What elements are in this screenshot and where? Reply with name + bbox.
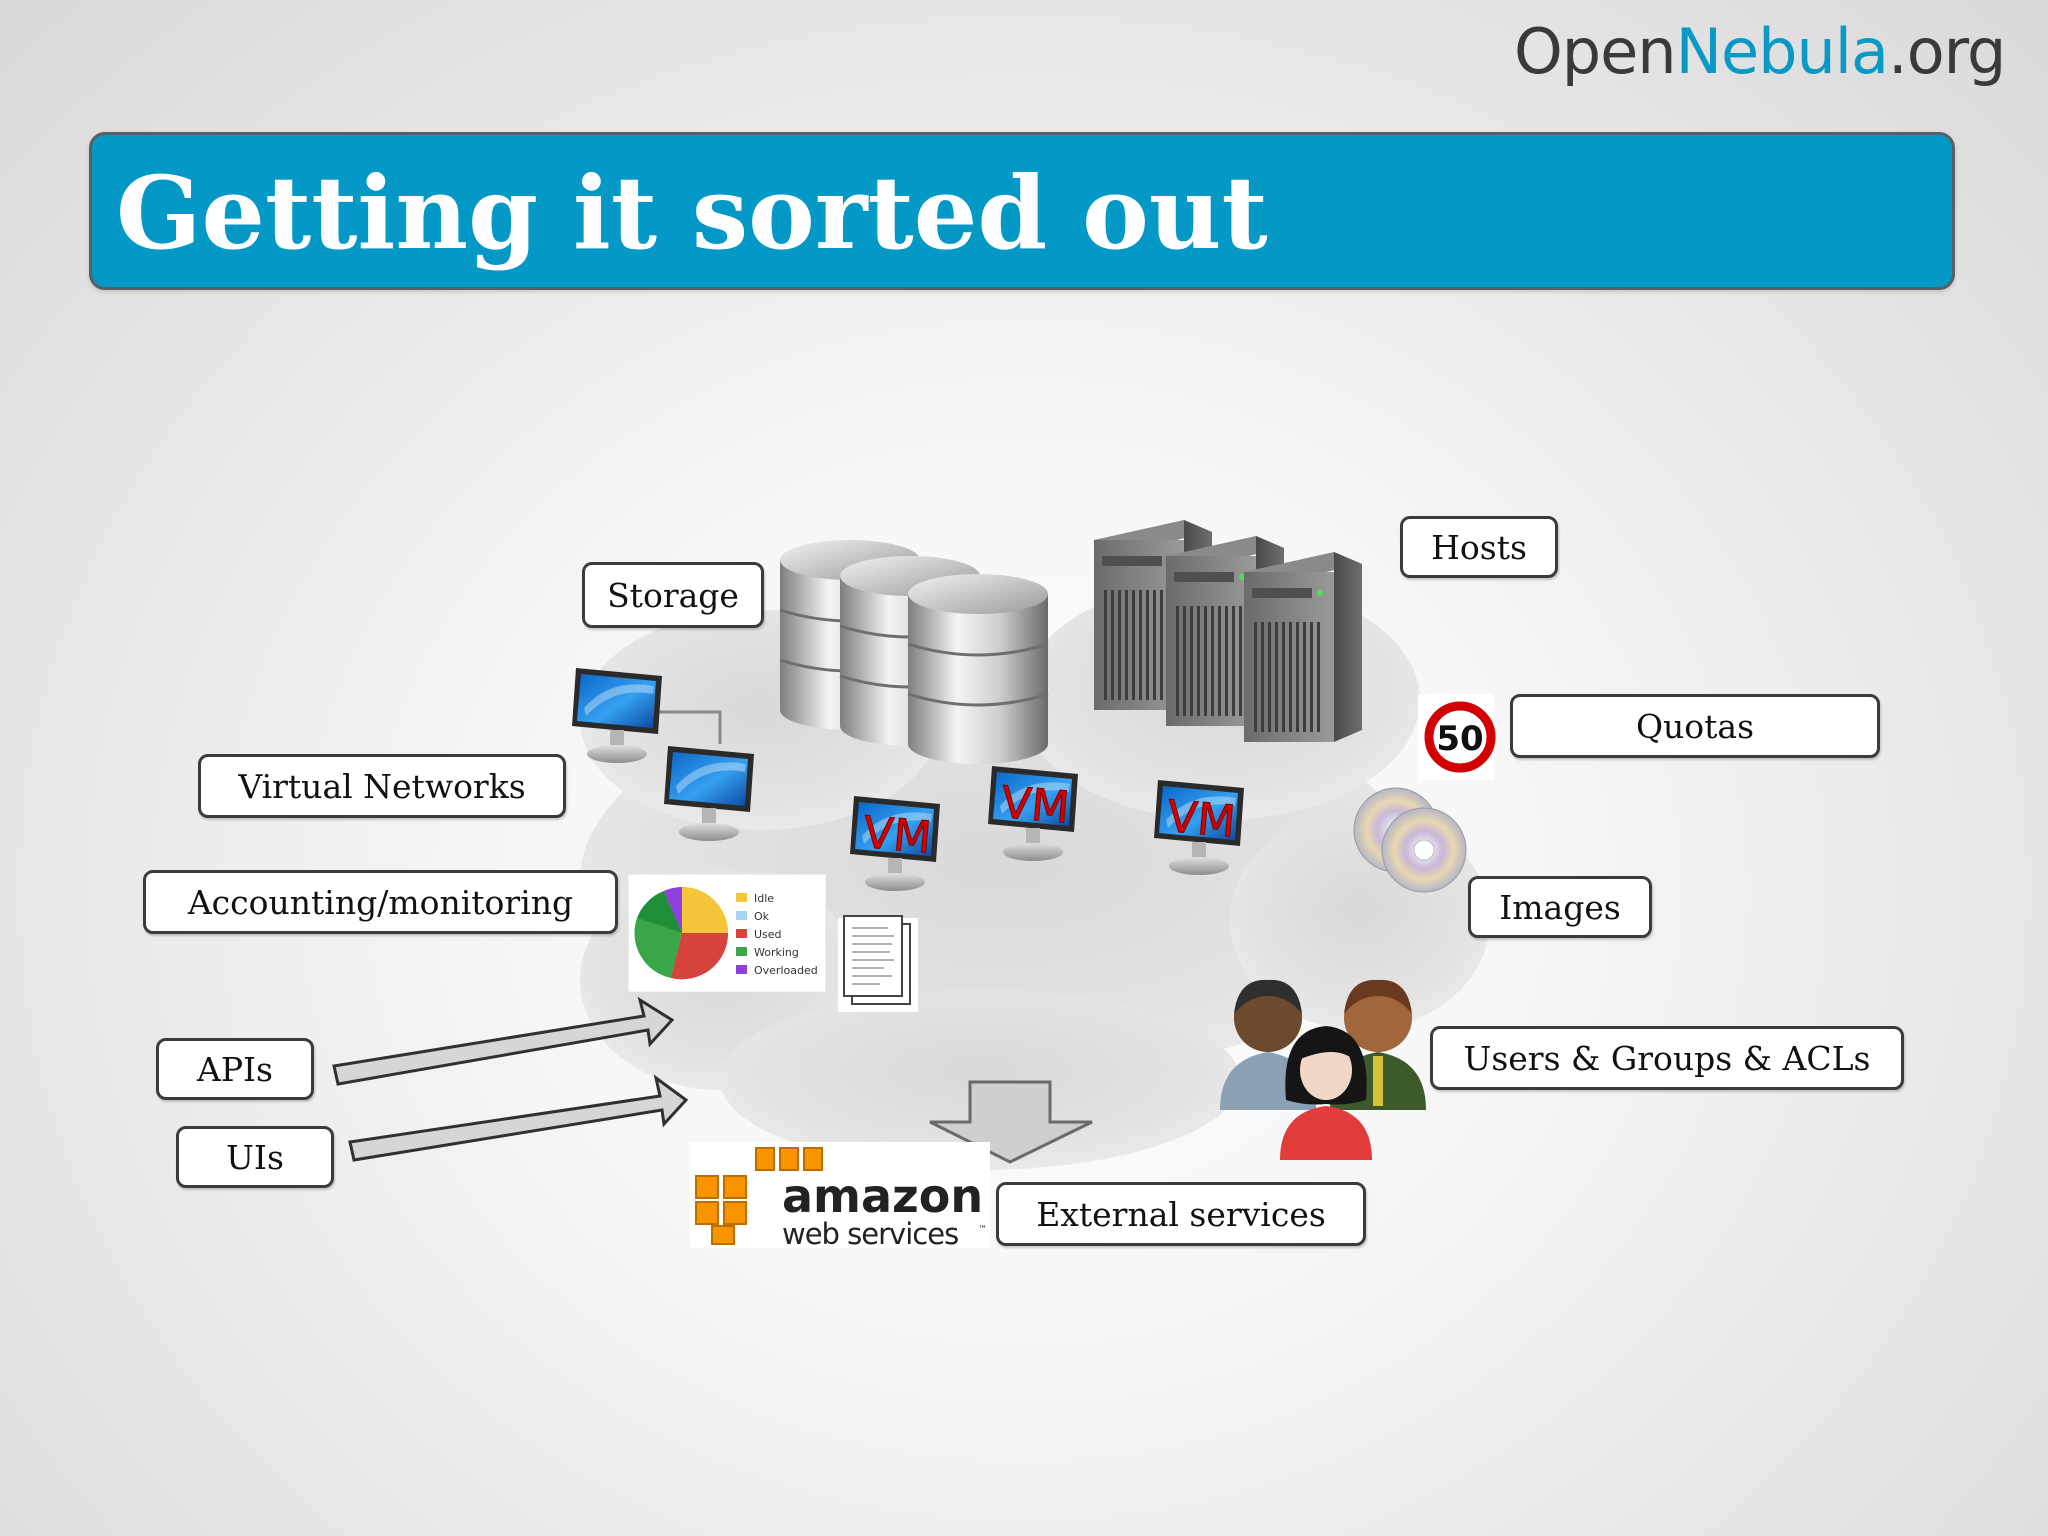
- title-banner: Getting it sorted out: [89, 132, 1955, 290]
- aws-word-webservices: web services: [782, 1217, 958, 1251]
- vm-label-2: VM: [999, 777, 1071, 834]
- label-quotas: Quotas: [1510, 694, 1880, 758]
- label-users-groups-acls: Users & Groups & ACLs: [1430, 1026, 1904, 1090]
- ui-arrow: [348, 1074, 689, 1162]
- quota-sign-number: 50: [1436, 719, 1483, 759]
- pie-legend-working: Working: [754, 946, 799, 959]
- logo-part-org: .org: [1888, 15, 2006, 88]
- logo-part-open: Open: [1514, 15, 1677, 88]
- vm-label-3: VM: [1165, 791, 1237, 848]
- host-servers-icon: [1094, 520, 1362, 742]
- pie-legend-idle: Idle: [754, 892, 774, 905]
- aws-trademark: ™: [978, 1225, 987, 1235]
- vm-monitor-2-icon: VM: [988, 766, 1078, 861]
- slide-title: Getting it sorted out: [116, 154, 1268, 272]
- accounting-pie-chart-icon: Idle Ok Used Working Overloaded: [627, 873, 827, 993]
- disk-images-icon: [1353, 787, 1467, 893]
- vm-label-1: VM: [861, 807, 933, 864]
- aws-word-amazon: amazon: [782, 1169, 983, 1223]
- label-uis: UIs: [176, 1126, 334, 1188]
- vm-monitor-3-icon: VM: [1154, 780, 1244, 875]
- pie-legend-overloaded: Overloaded: [754, 964, 818, 977]
- vm-monitor-1-icon: VM: [850, 796, 940, 891]
- opennebula-logo: OpenNebula.org: [1514, 12, 2034, 92]
- documents-icon: [838, 915, 918, 1012]
- label-storage: Storage: [582, 562, 764, 628]
- label-accounting-monitoring: Accounting/monitoring: [143, 870, 618, 934]
- users-group-icon: [1220, 979, 1426, 1160]
- amazon-web-services-logo: amazon web services ™: [690, 1142, 990, 1251]
- speed-limit-quota-icon: 50: [1418, 694, 1496, 780]
- label-hosts: Hosts: [1400, 516, 1558, 578]
- pie-legend-ok: Ok: [754, 910, 770, 923]
- label-apis: APIs: [156, 1038, 314, 1100]
- logo-part-nebula: Nebula: [1675, 15, 1889, 88]
- label-images: Images: [1468, 876, 1652, 938]
- pie-legend-used: Used: [754, 928, 782, 941]
- label-virtual-networks: Virtual Networks: [198, 754, 566, 818]
- label-external-services: External services: [996, 1182, 1366, 1246]
- api-arrow: [332, 996, 675, 1086]
- virtual-network-monitors-icon: [572, 668, 754, 841]
